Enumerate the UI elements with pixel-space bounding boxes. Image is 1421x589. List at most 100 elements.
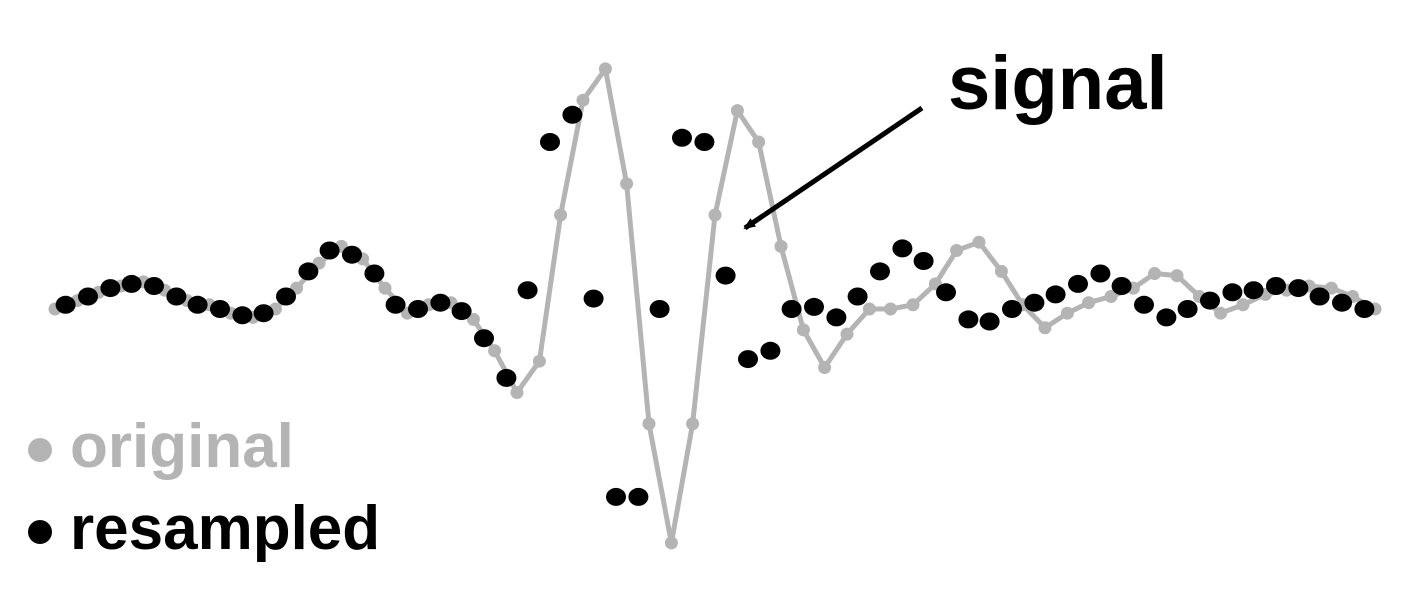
resampled-point-13 xyxy=(342,245,362,264)
resampled-point-43 xyxy=(1002,300,1022,318)
resampled-point-33 xyxy=(781,300,802,318)
resampled-point-44 xyxy=(1024,293,1045,312)
resampled-point-57 xyxy=(1309,287,1330,306)
resampled-point-7 xyxy=(210,300,230,318)
resampled-point-3 xyxy=(121,274,142,293)
resampled-point-48 xyxy=(1111,277,1132,295)
resampled-point-10 xyxy=(276,287,296,306)
original-point-28 xyxy=(664,536,678,550)
original-point-46 xyxy=(1060,306,1074,320)
original-point-47 xyxy=(1082,296,1096,310)
resampled-point-38 xyxy=(892,239,913,258)
resampled-point-50 xyxy=(1156,308,1177,327)
original-point-30 xyxy=(708,208,722,222)
resampled-point-35 xyxy=(826,308,847,327)
resampled-point-27 xyxy=(649,300,670,318)
resampled-point-32 xyxy=(760,341,781,360)
original-point-38 xyxy=(884,302,898,316)
resampled-point-55 xyxy=(1266,277,1286,295)
resampled-point-14 xyxy=(364,264,385,283)
original-point-35 xyxy=(818,361,832,374)
signal-annotation: signal xyxy=(948,41,1168,126)
original-point-39 xyxy=(906,298,920,312)
original-point-32 xyxy=(752,135,766,149)
original-point-25 xyxy=(598,62,612,76)
resampled-point-42 xyxy=(979,312,1000,331)
original-point-31 xyxy=(730,104,744,118)
resampled-point-28 xyxy=(672,128,692,147)
resampled-point-22 xyxy=(540,133,560,151)
original-point-53 xyxy=(1214,306,1228,320)
resampled-point-30 xyxy=(715,266,736,285)
resampled-point-15 xyxy=(385,295,406,314)
resampled-point-5 xyxy=(166,287,187,306)
original-point-20 xyxy=(488,344,502,358)
resampled-point-19 xyxy=(474,329,494,348)
resampled-point-37 xyxy=(870,262,890,281)
resampled-point-11 xyxy=(298,262,319,281)
original-point-42 xyxy=(972,235,986,249)
legend-item-resampled: resampled xyxy=(28,498,380,560)
legend-marker-original xyxy=(28,438,52,462)
resampled-point-26 xyxy=(628,487,649,506)
original-point-41 xyxy=(950,244,964,257)
resampled-point-36 xyxy=(847,287,868,306)
original-point-27 xyxy=(642,417,656,431)
resampled-point-4 xyxy=(144,277,164,295)
resampled-point-25 xyxy=(606,487,626,506)
resampled-point-51 xyxy=(1177,300,1198,318)
original-point-37 xyxy=(862,302,876,316)
resampled-point-29 xyxy=(694,133,715,151)
resampled-point-24 xyxy=(583,289,604,308)
resampled-point-18 xyxy=(451,302,472,321)
resampled-point-34 xyxy=(804,297,824,316)
resampled-point-2 xyxy=(100,279,121,298)
original-point-34 xyxy=(796,323,810,337)
resampled-point-45 xyxy=(1045,285,1066,304)
resampled-point-58 xyxy=(1332,293,1352,312)
original-point-48 xyxy=(1104,290,1118,303)
resampled-point-8 xyxy=(232,306,253,325)
legend-marker-resampled xyxy=(28,520,52,544)
resampled-point-46 xyxy=(1068,274,1088,293)
resampled-point-21 xyxy=(517,281,538,300)
resampled-point-40 xyxy=(936,283,956,302)
resampled-point-23 xyxy=(562,105,583,124)
original-point-51 xyxy=(1170,269,1184,283)
signal-arrow xyxy=(743,105,924,231)
original-point-23 xyxy=(554,208,568,222)
resampled-point-16 xyxy=(408,300,428,318)
legend-label-resampled: resampled xyxy=(70,494,381,563)
resampled-point-17 xyxy=(430,293,451,312)
resampled-point-54 xyxy=(1243,281,1264,300)
original-point-54 xyxy=(1236,298,1250,312)
legend-label-original: original xyxy=(70,412,294,481)
legend-item-original: original xyxy=(28,416,294,478)
original-point-36 xyxy=(840,327,854,341)
original-point-24 xyxy=(576,93,590,107)
resampled-point-59 xyxy=(1354,300,1375,318)
original-point-15 xyxy=(378,281,392,295)
original-point-21 xyxy=(510,386,524,399)
resampled-point-56 xyxy=(1288,279,1309,298)
resampled-point-39 xyxy=(913,252,934,270)
original-point-29 xyxy=(686,417,700,431)
resampled-point-52 xyxy=(1200,291,1220,310)
resampled-series xyxy=(55,105,1375,506)
resampled-point-0 xyxy=(55,295,76,314)
resampled-point-20 xyxy=(496,368,517,387)
resampled-point-49 xyxy=(1134,295,1154,314)
original-point-26 xyxy=(620,177,634,191)
original-point-58 xyxy=(1324,281,1338,295)
resampled-point-12 xyxy=(319,241,340,260)
resampled-point-1 xyxy=(78,287,98,306)
resampled-point-53 xyxy=(1222,283,1243,302)
original-point-43 xyxy=(994,264,1008,278)
resampled-point-31 xyxy=(738,350,758,369)
resampled-point-47 xyxy=(1090,264,1111,283)
original-point-50 xyxy=(1148,267,1162,280)
original-point-45 xyxy=(1038,321,1052,335)
original-point-22 xyxy=(532,354,546,368)
resampled-point-6 xyxy=(187,295,208,314)
